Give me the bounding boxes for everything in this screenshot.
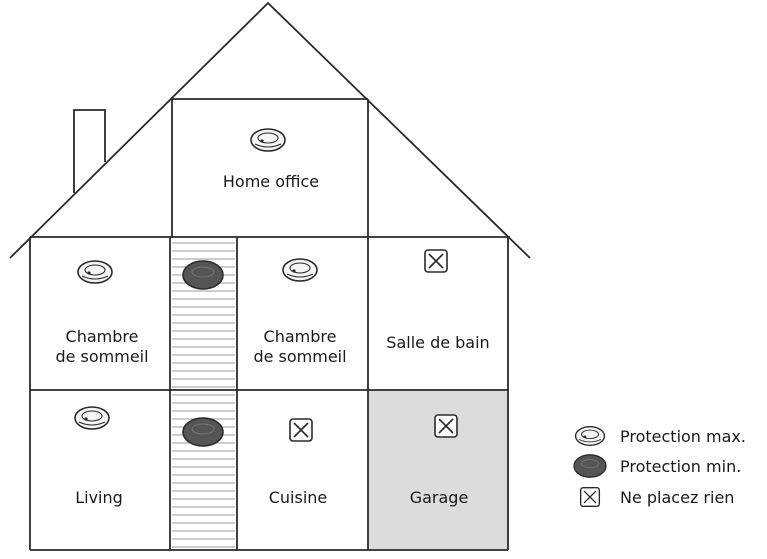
legend-label-min: Protection min. bbox=[620, 457, 741, 476]
room-label-bedroom-right-line2: de sommeil bbox=[253, 347, 346, 366]
smoke-detector-min-icon bbox=[182, 260, 224, 290]
room-label-living: Living bbox=[75, 488, 123, 507]
smoke-detector-max-icon bbox=[282, 258, 318, 282]
legend: Protection max. Protection min. Ne place… bbox=[573, 425, 746, 508]
chimney bbox=[73, 109, 106, 193]
smoke-detector-max-icon bbox=[74, 406, 110, 430]
staircase bbox=[172, 242, 235, 548]
roof bbox=[9, 1, 531, 259]
room-label-home-office: Home office bbox=[223, 172, 319, 191]
legend-smoke-detector-max-icon bbox=[574, 425, 606, 447]
room-label-kitchen: Cuisine bbox=[269, 488, 328, 507]
smoke-detector-max-icon bbox=[77, 260, 113, 284]
legend-smoke-detector-min-icon bbox=[573, 454, 607, 478]
room-label-bedroom-right: Chambre bbox=[264, 327, 337, 346]
smoke-detector-min-icon bbox=[182, 417, 224, 447]
no-place-icon bbox=[434, 414, 458, 438]
no-place-icon bbox=[424, 249, 448, 273]
room-label-garage: Garage bbox=[410, 488, 469, 507]
room-label-bathroom: Salle de bain bbox=[386, 333, 489, 352]
legend-label-none: Ne placez rien bbox=[620, 488, 734, 507]
smoke-detector-max-icon bbox=[250, 128, 286, 152]
garage-area bbox=[369, 390, 508, 550]
attic-walls bbox=[171, 99, 369, 237]
no-place-icon bbox=[289, 418, 313, 442]
room-label-bedroom-left: Chambre bbox=[66, 327, 139, 346]
legend-no-place-icon bbox=[579, 486, 601, 508]
house-walls bbox=[29, 236, 510, 551]
room-label-bedroom-left-line2: de sommeil bbox=[55, 347, 148, 366]
legend-label-max: Protection max. bbox=[620, 427, 746, 446]
